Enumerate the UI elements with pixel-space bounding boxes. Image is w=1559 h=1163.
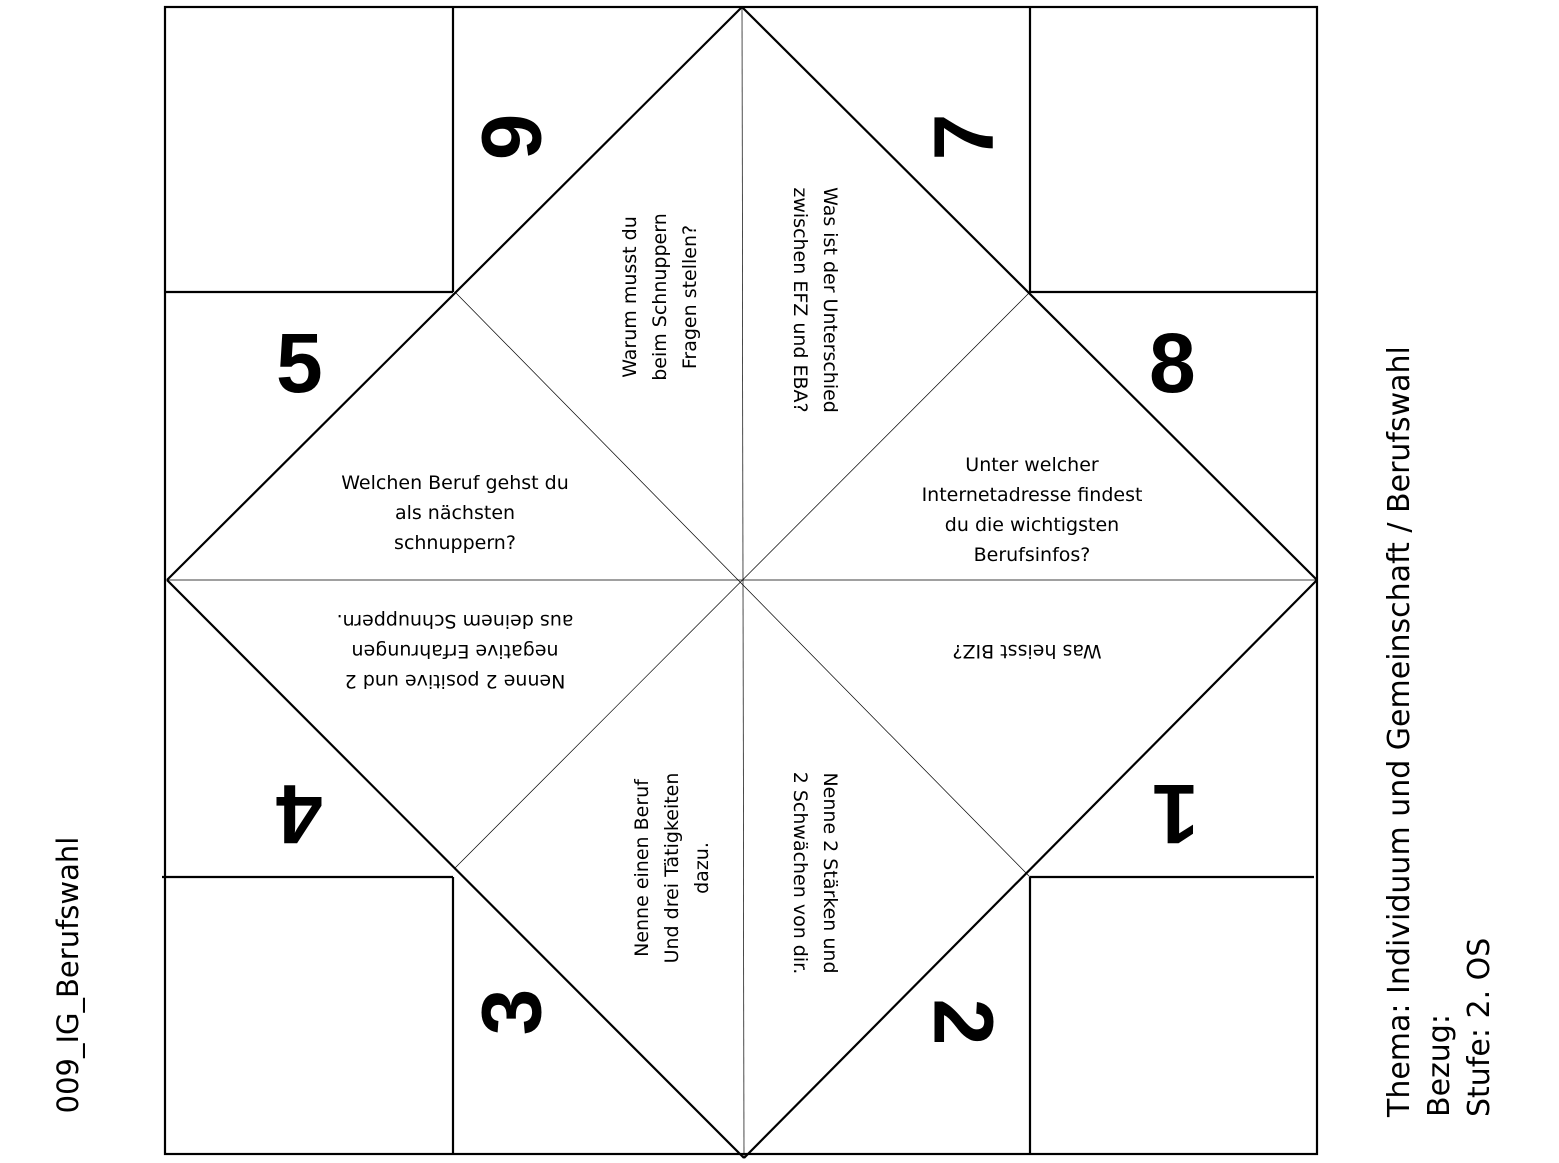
number-1: 1 bbox=[1152, 767, 1199, 861]
question-7: Was ist der Unterschied zwischen EFZ und… bbox=[785, 150, 845, 450]
question-5-line-3: schnuppern? bbox=[394, 532, 516, 554]
number-5: 5 bbox=[276, 316, 323, 410]
fold-line bbox=[741, 6, 745, 1159]
number-2: 2 bbox=[916, 998, 1011, 1046]
question-7-line-1: Was ist der Unterschied bbox=[819, 187, 841, 413]
question-1: Was heisst BIZ? bbox=[877, 636, 1177, 666]
number-3: 3 bbox=[464, 988, 559, 1036]
question-4: Nenne 2 positive und 2 negative Erfahrun… bbox=[305, 606, 605, 696]
diamond-edge bbox=[166, 579, 745, 1159]
stufe-line: Stufe: 2. OS bbox=[1462, 937, 1497, 1117]
question-6: Warum musst du beim Schnuppern Fragen st… bbox=[615, 147, 705, 447]
question-4-line-2: negative Erfahrungen bbox=[351, 640, 559, 662]
outer-border bbox=[163, 5, 1319, 1156]
question-4-line-1: Nenne 2 positive und 2 bbox=[344, 670, 566, 692]
number-7: 7 bbox=[916, 113, 1011, 161]
question-5: Welchen Beruf gehst du als nächsten schn… bbox=[305, 468, 605, 558]
fold-line bbox=[454, 291, 1031, 878]
question-6-line-1: Warum musst du bbox=[619, 216, 641, 378]
question-3-line-3: dazu. bbox=[691, 842, 713, 894]
question-8-line-4: Berufsinfos? bbox=[973, 544, 1091, 566]
question-3-line-2: Und drei Tätigkeiten bbox=[661, 772, 683, 964]
diamond-edge bbox=[741, 6, 1318, 581]
question-5-line-1: Welchen Beruf gehst du bbox=[341, 472, 569, 494]
fold-line bbox=[454, 291, 1031, 869]
question-5-line-2: als nächsten bbox=[394, 502, 516, 524]
question-2: Nenne 2 Stärken und 2 Schwächen von dir. bbox=[785, 723, 845, 1023]
question-7-line-2: zwischen EFZ und EBA? bbox=[789, 187, 811, 413]
question-8-line-3: du die wichtigsten bbox=[944, 514, 1120, 536]
question-8-line-2: Internetadresse findest bbox=[921, 484, 1143, 506]
question-2-line-1: Nenne 2 Stärken und bbox=[819, 772, 841, 974]
question-2-line-2: 2 Schwächen von dir. bbox=[789, 771, 811, 975]
question-8: Unter welcher Internetadresse findest du… bbox=[882, 450, 1182, 570]
diamond-edge bbox=[743, 579, 1318, 1159]
bezug-line: Bezug: bbox=[1422, 1014, 1457, 1117]
diamond-edge bbox=[166, 6, 743, 581]
question-1-line-1: Was heisst BIZ? bbox=[952, 640, 1102, 662]
question-8-line-1: Unter welcher bbox=[965, 454, 1099, 476]
thema-line: Thema: Individuum und Gemeinschaft / Ber… bbox=[1382, 346, 1417, 1117]
number-8: 8 bbox=[1149, 316, 1196, 410]
question-6-line-3: Fragen stellen? bbox=[679, 224, 701, 370]
document-id: 009_IG_Berufswahl bbox=[51, 836, 85, 1114]
question-6-line-2: beim Schnuppern bbox=[649, 213, 671, 381]
info-block: Thema: Individuum und Gemeinschaft / Ber… bbox=[1380, 297, 1500, 1117]
number-6: 6 bbox=[464, 113, 559, 161]
number-4: 4 bbox=[276, 767, 323, 861]
question-3-line-1: Nenne einen Beruf bbox=[631, 779, 653, 957]
question-3: Nenne einen Beruf Und drei Tätigkeiten d… bbox=[627, 718, 717, 1018]
question-4-line-3: aus deinem Schnuppern. bbox=[336, 610, 574, 632]
